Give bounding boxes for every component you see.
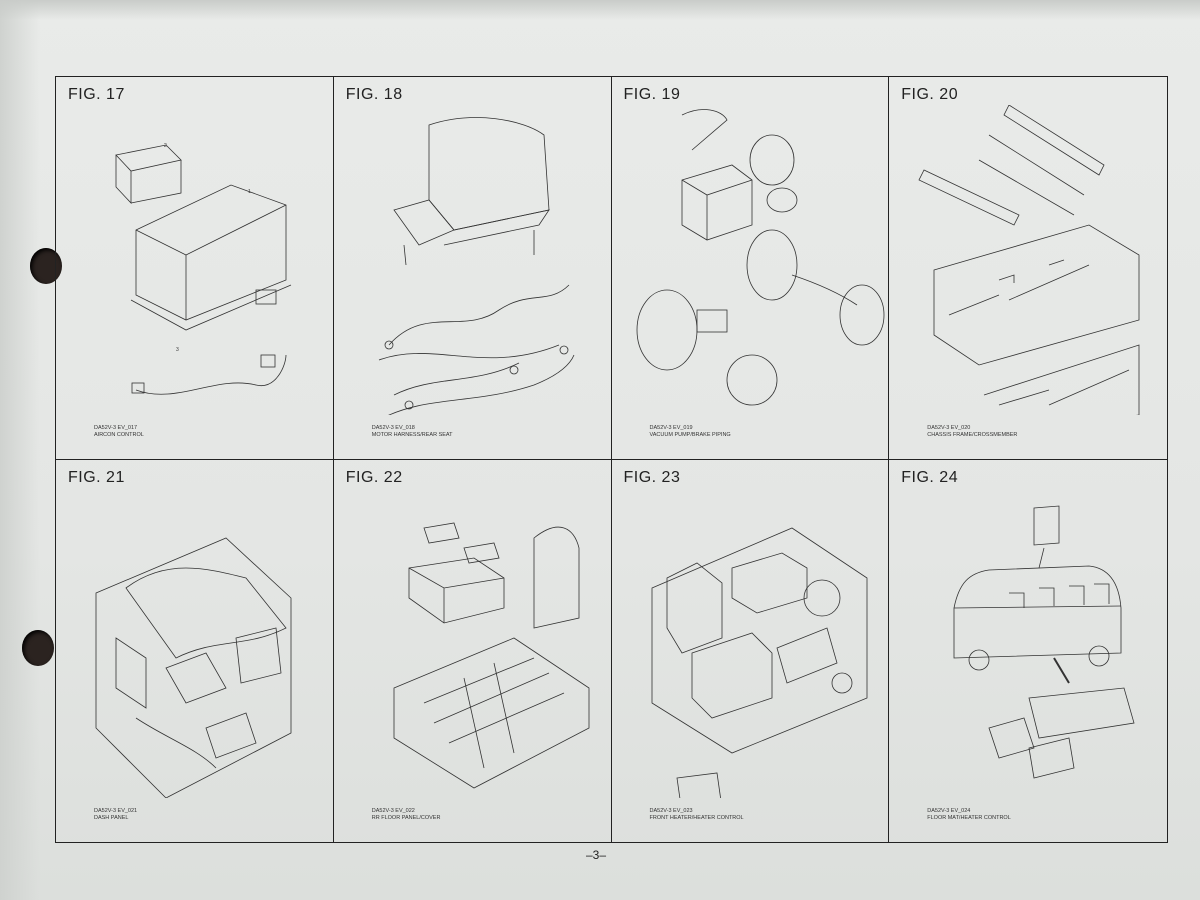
figure-cell-20: FIG. 20 DA52V-3 EV_020 CHASSIS FRAME/CRO… — [889, 77, 1167, 460]
figure-cell-18: FIG. 18 DA52V-3 EV_018 M — [333, 77, 612, 460]
figure-title: FIG. 17 — [68, 86, 125, 103]
figure-caption: DA52V-3 EV_021 DASH PANEL — [94, 808, 137, 822]
figure-drawing-floor-mat — [953, 505, 1135, 778]
figure-cell-22: FIG. 22 DA52V-3 EV_022 RR FLOOR PANEL/CO… — [334, 459, 612, 842]
figure-cell-19: FIG. 19 DA52V-3 EV_019 V — [611, 77, 890, 460]
figure-drawing-front-heater — [651, 527, 867, 798]
figure-name: RR FLOOR PANEL/COVER — [371, 815, 441, 821]
figure-code: DA52V-3 EV_024 — [927, 808, 971, 814]
svg-text:1: 1 — [248, 189, 251, 195]
page-number: –3– — [586, 848, 607, 862]
figure-name: DASH PANEL — [94, 815, 129, 821]
figure-name: CHASSIS FRAME/CROSSMEMBER — [927, 431, 1018, 438]
figure-drawing-vacuum-pump — [636, 109, 884, 406]
figure-title: FIG. 18 — [345, 86, 403, 103]
figure-grid: FIG. 17 2 1 3 — [55, 76, 1168, 843]
figure-drawing-dash-panel — [95, 537, 292, 798]
figure-cell-21: FIG. 21 DA52V-3 EV_021 DASH PANEL — [56, 459, 334, 842]
figure-code: DA52V-3 EV_019 — [649, 424, 693, 431]
figure-cell-17: FIG. 17 2 1 3 — [56, 77, 334, 460]
figure-drawing-aircon-control: 2 1 3 — [115, 143, 292, 395]
page-top-edge — [0, 0, 1200, 20]
figure-caption: DA52V-3 EV_024 FLOOR MAT/HEATER CONTROL — [927, 808, 1011, 822]
figure-code: DA52V-3 EV_020 — [927, 424, 971, 431]
figure-code: DA52V-3 EV_017 — [94, 424, 138, 431]
svg-text:2: 2 — [164, 143, 167, 149]
figure-title: FIG. 19 — [623, 86, 681, 103]
svg-text:3: 3 — [176, 347, 179, 353]
figure-cell-23: FIG. 23 DA52V-3 EV_023 FRONT HEATER/HEAT… — [612, 459, 890, 842]
figure-name: VACUUM PUMP/BRAKE PIPING — [649, 431, 731, 438]
figure-name: AIRCON CONTROL — [94, 431, 144, 438]
page-shadow — [0, 0, 40, 900]
figure-caption: DA52V-3 EV_017 AIRCON CONTROL — [94, 425, 144, 439]
binder-hole-top — [30, 248, 62, 284]
figure-title: FIG. 24 — [901, 468, 959, 486]
figure-code: DA52V-3 EV_022 — [371, 808, 415, 814]
figure-name: FLOOR MAT/HEATER CONTROL — [927, 815, 1011, 821]
figure-title: FIG. 20 — [901, 86, 959, 103]
binder-hole-bottom — [22, 630, 54, 666]
figure-name: FRONT HEATER/HEATER CONTROL — [649, 815, 744, 821]
figure-drawing-motor-harness — [378, 117, 575, 415]
figure-title: FIG. 22 — [345, 468, 403, 486]
figure-code: DA52V-3 EV_023 — [649, 808, 693, 814]
figure-code: DA52V-3 EV_021 — [94, 808, 138, 814]
figure-caption: DA52V-3 EV_020 CHASSIS FRAME/CROSSMEMBER — [927, 425, 1017, 439]
figure-caption: DA52V-3 EV_022 RR FLOOR PANEL/COVER — [372, 808, 441, 822]
figure-name: MOTOR HARNESS/REAR SEAT — [371, 431, 453, 438]
figure-code: DA52V-3 EV_018 — [371, 424, 415, 431]
figure-cell-24: FIG. 24 DA52V-3 EV_024 FLOOR MAT/HE — [889, 460, 1167, 843]
figure-caption: DA52V-3 EV_019 VACUUM PUMP/BRAKE PIPING — [650, 425, 731, 439]
figure-drawing-chassis-frame — [918, 105, 1140, 415]
figure-title: FIG. 21 — [68, 468, 125, 486]
figure-caption: DA52V-3 EV_018 MOTOR HARNESS/REAR SEAT — [372, 425, 453, 439]
figure-title: FIG. 23 — [623, 468, 681, 486]
figure-caption: DA52V-3 EV_023 FRONT HEATER/HEATER CONTR… — [650, 808, 744, 822]
figure-drawing-rr-floor-panel — [393, 522, 590, 788]
